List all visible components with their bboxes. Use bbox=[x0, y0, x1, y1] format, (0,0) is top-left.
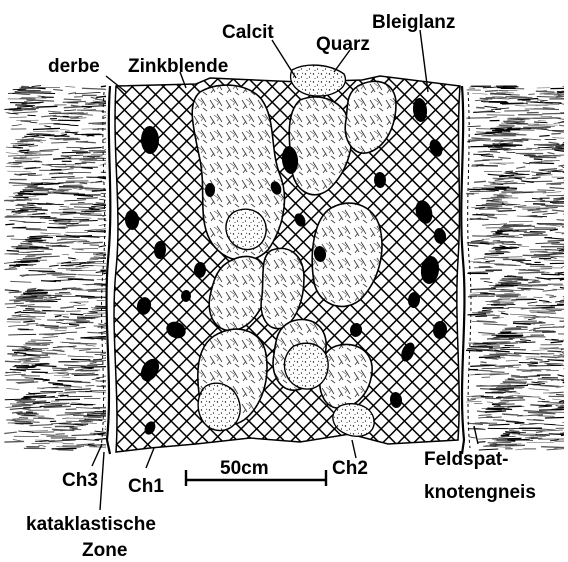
label-knotengneis: knotengneis bbox=[424, 482, 536, 503]
label-ch3: Ch3 bbox=[62, 470, 98, 491]
label-scale: 50cm bbox=[220, 458, 269, 479]
gneiss-left bbox=[4, 86, 106, 451]
label-derbe: derbe bbox=[48, 56, 100, 77]
label-calcit: Calcit bbox=[222, 22, 274, 43]
label-bleiglanz: Bleiglanz bbox=[372, 12, 455, 33]
label-feldspat: Feldspat- bbox=[424, 449, 508, 470]
label-ch1: Ch1 bbox=[128, 476, 164, 497]
cataclastic-zone-right bbox=[461, 86, 471, 454]
gneiss-right bbox=[466, 86, 564, 450]
label-zinkblende: Zinkblende bbox=[128, 56, 228, 77]
label-quarz: Quarz bbox=[316, 34, 370, 55]
label-ch2: Ch2 bbox=[332, 458, 368, 479]
label-zone: Zone bbox=[82, 540, 127, 561]
label-kataklastische: kataklastische bbox=[26, 514, 156, 535]
